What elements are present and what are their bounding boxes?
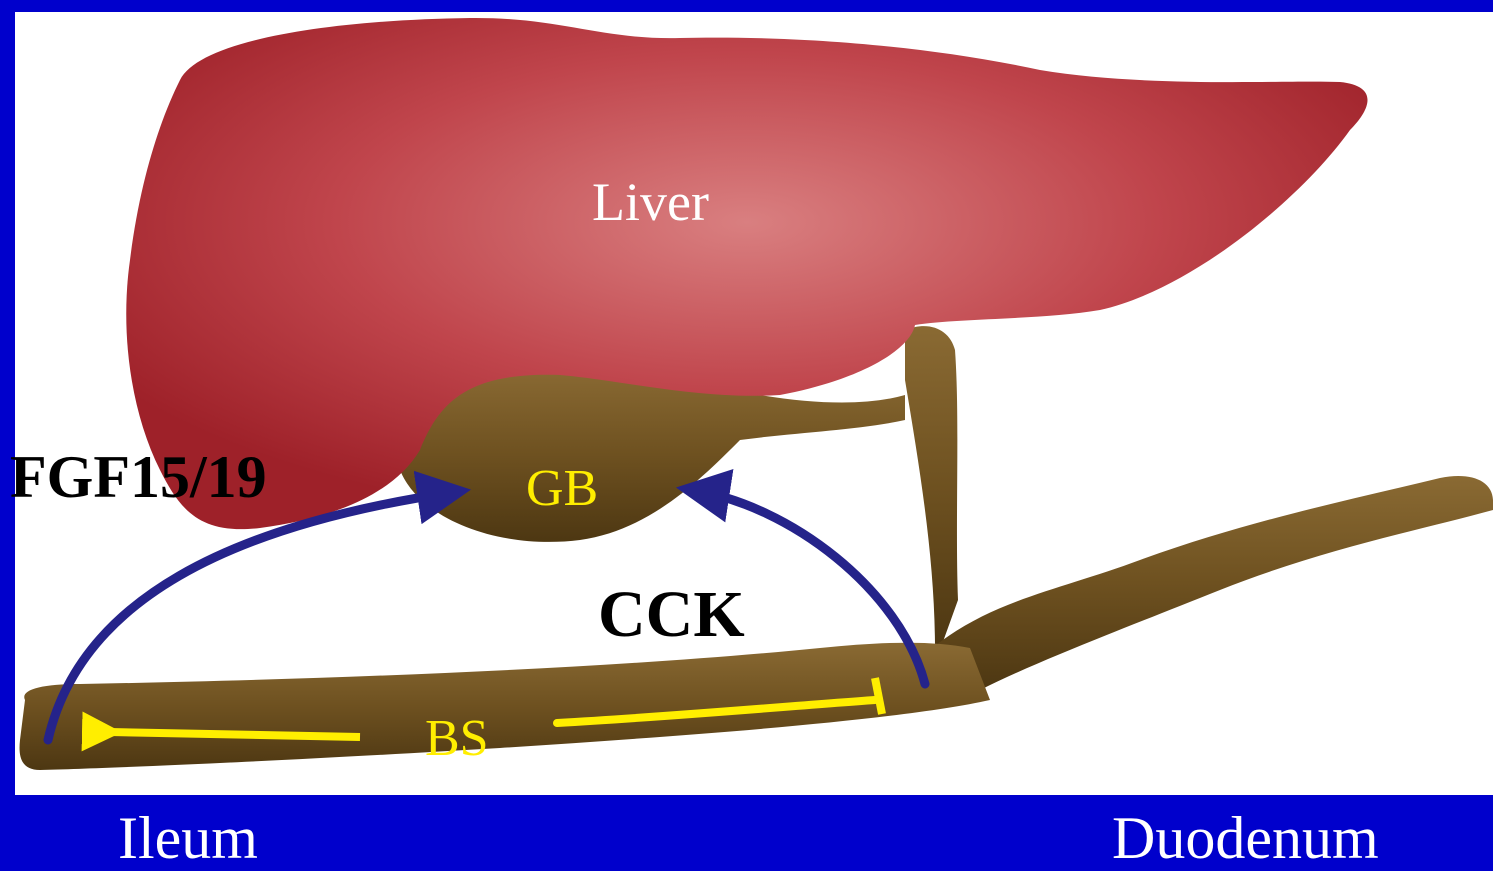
cck-label: CCK (598, 578, 745, 651)
bs-label: BS (425, 710, 489, 767)
ileum-label: Ileum (118, 808, 258, 868)
duodenum-label: Duodenum (1112, 808, 1379, 868)
liver-label: Liver (592, 172, 709, 232)
fgf-label: FGF15/19 (10, 444, 267, 510)
bs-arrow-left (110, 732, 360, 737)
gb-label: GB (526, 460, 598, 517)
